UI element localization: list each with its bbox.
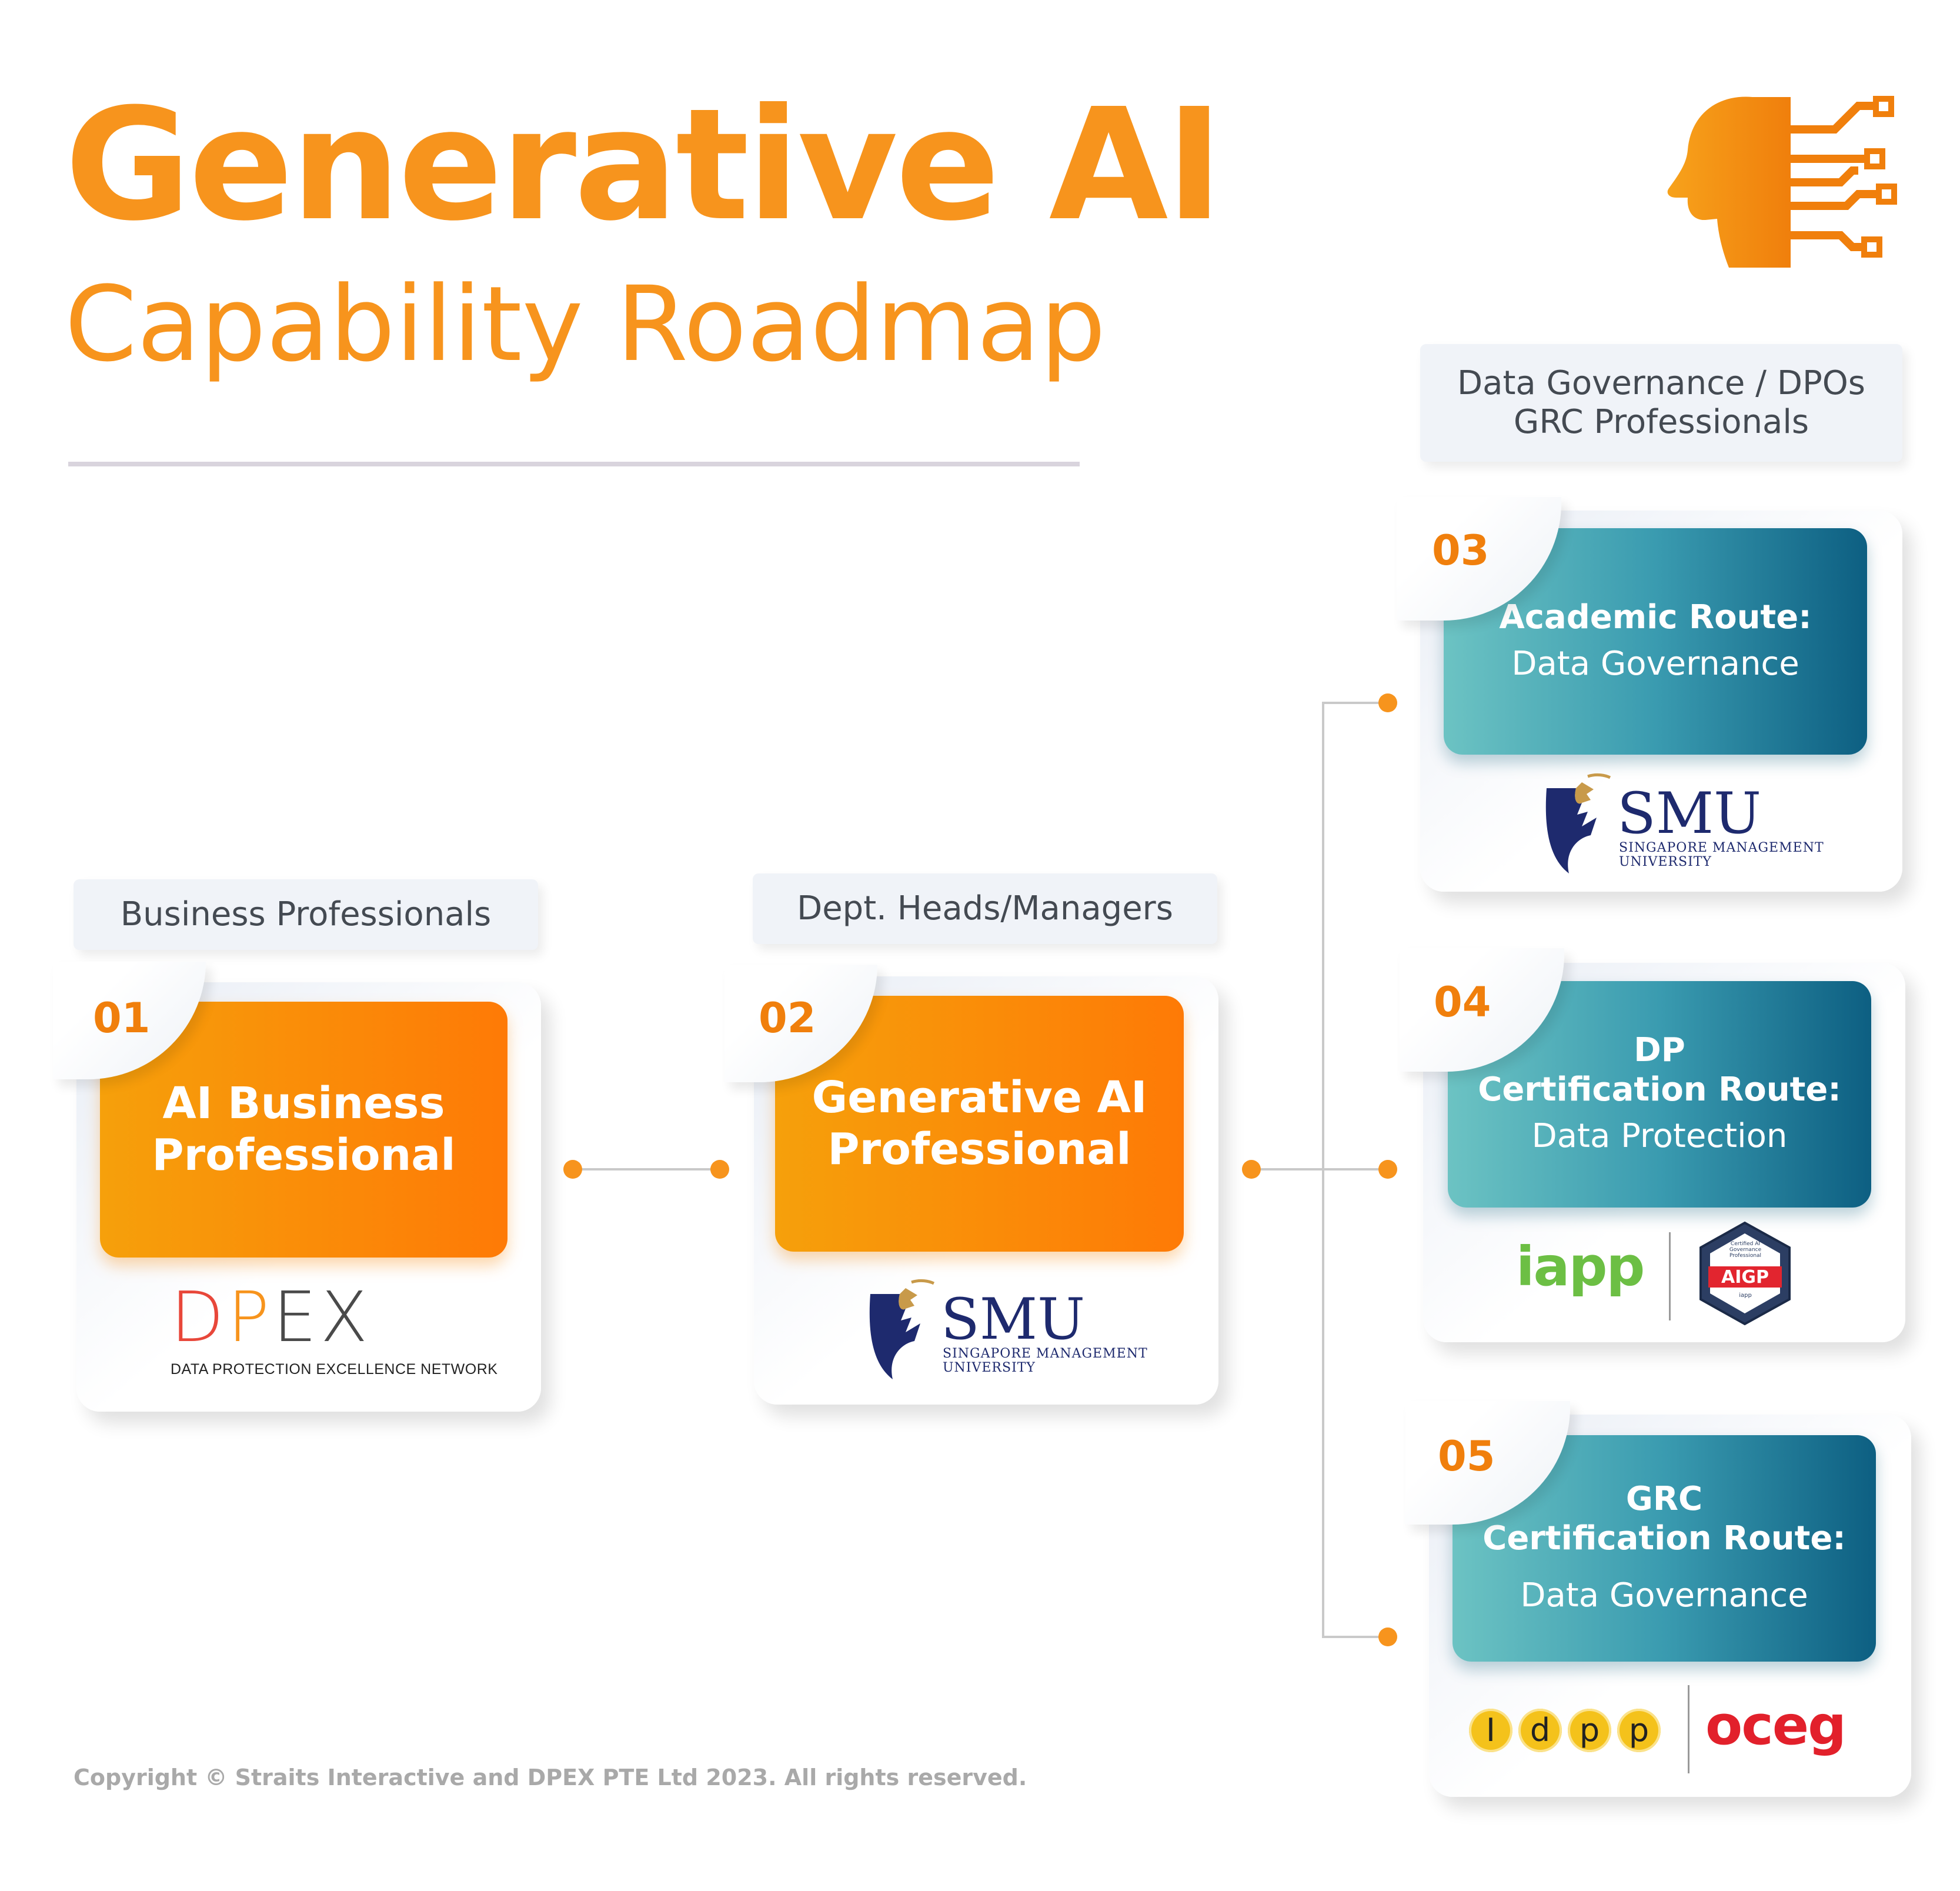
- oceg-logo: oceg: [1705, 1694, 1847, 1757]
- audience-label-managers: Dept. Heads/Managers: [753, 873, 1217, 944]
- aigp-iapp-mark: iapp: [1739, 1292, 1752, 1299]
- smu-wordmark: SMU: [1617, 781, 1761, 846]
- smu-tagline: SINGAPORE MANAGEMENT UNIVERSITY: [943, 1346, 1148, 1376]
- dpex-letter: D: [171, 1276, 228, 1358]
- connector-dot: [710, 1160, 729, 1179]
- connector-to-03: [1322, 702, 1393, 704]
- card-route-topic: Data Governance: [1511, 644, 1799, 683]
- idpp-circle: d: [1518, 1709, 1562, 1752]
- dpex-tagline: DATA PROTECTION EXCELLENCE NETWORK: [171, 1361, 498, 1378]
- copyright-text: Copyright © Straits Interactive and DPEX…: [74, 1765, 1027, 1790]
- step-number: 05: [1438, 1432, 1495, 1480]
- audience-label-governance: Data Governance / DPOs GRC Professionals: [1420, 344, 1902, 462]
- page-title: Generative AI: [65, 75, 1223, 255]
- smu-tagline-line: SINGAPORE MANAGEMENT: [943, 1346, 1148, 1361]
- logo-divider: [1688, 1685, 1689, 1773]
- aigp-badge: Certified AI Governance Professional AIG…: [1697, 1220, 1794, 1326]
- connector-dot: [1242, 1160, 1261, 1179]
- smu-wordmark: SMU: [941, 1286, 1085, 1352]
- dpex-letter: P: [227, 1276, 273, 1358]
- audience-text: Business Professionals: [120, 895, 492, 933]
- idpp-circle: p: [1568, 1709, 1611, 1752]
- smu-tagline: SINGAPORE MANAGEMENT UNIVERSITY: [1619, 841, 1824, 869]
- smu-tagline-line: SINGAPORE MANAGEMENT: [1619, 841, 1824, 855]
- title-divider: [68, 462, 1080, 466]
- connector-trunk: [1322, 702, 1324, 1637]
- card-title: Professional: [827, 1123, 1131, 1175]
- idpp-circle: p: [1617, 1709, 1661, 1752]
- idpp-letter: p: [1628, 1712, 1650, 1749]
- idpp-logo: I d p p: [1469, 1709, 1672, 1759]
- smu-logo: SMU SINGAPORE MANAGEMENT UNIVERSITY: [1541, 771, 1829, 876]
- iapp-logo: iapp: [1516, 1235, 1645, 1298]
- connector-to-05: [1322, 1636, 1393, 1638]
- card-route-label: Academic Route:: [1499, 598, 1812, 636]
- audience-text: GRC Professionals: [1513, 403, 1809, 441]
- ai-head-circuit-icon: [1667, 96, 1897, 268]
- card-route-label: DP: [1634, 1030, 1685, 1069]
- audience-text: Data Governance / DPOs: [1457, 363, 1865, 402]
- card-route-label: GRC: [1625, 1479, 1703, 1518]
- idpp-letter: p: [1579, 1712, 1600, 1749]
- idpp-circle: I: [1469, 1709, 1512, 1752]
- smu-lion-icon: [869, 1279, 935, 1379]
- idpp-letter: d: [1530, 1712, 1551, 1749]
- step-number: 04: [1434, 978, 1491, 1026]
- connector-dot: [1378, 1627, 1397, 1646]
- aigp-label: AIGP: [1721, 1267, 1769, 1288]
- step-number: 03: [1432, 526, 1490, 575]
- card-title: AI Business: [162, 1078, 445, 1129]
- card-title-box: Generative AI Professional: [775, 996, 1184, 1252]
- audience-text: Dept. Heads/Managers: [797, 889, 1173, 928]
- logo-divider: [1669, 1232, 1671, 1320]
- dpex-logo: DPEX DATA PROTECTION EXCELLENCE NETWORK: [171, 1282, 498, 1382]
- card-title-box: Academic Route: Data Governance: [1444, 528, 1867, 755]
- card-title: Generative AI: [812, 1072, 1147, 1123]
- connector-dot: [1378, 693, 1397, 712]
- card-route-label: Certification Route:: [1482, 1519, 1846, 1558]
- step-number: 02: [759, 994, 816, 1042]
- smu-tagline-line: UNIVERSITY: [1619, 855, 1712, 870]
- connector-dot: [563, 1160, 582, 1179]
- card-title: Professional: [152, 1129, 456, 1180]
- aigp-caption: Certified AI Governance Professional: [1729, 1241, 1762, 1259]
- dpex-letter: EX: [273, 1276, 372, 1358]
- card-route-label: Certification Route:: [1478, 1070, 1841, 1109]
- page-subtitle: Capability Roadmap: [65, 264, 1106, 385]
- connector-01-02: [573, 1168, 720, 1170]
- idpp-letter: I: [1486, 1712, 1495, 1749]
- audience-label-business: Business Professionals: [74, 879, 538, 950]
- card-route-topic: Data Governance: [1520, 1576, 1808, 1615]
- step-number: 01: [93, 994, 151, 1042]
- aigp-hexagon-icon: [1699, 1221, 1791, 1326]
- smu-lion-icon: [1545, 773, 1611, 873]
- connector-dot: [1378, 1160, 1397, 1179]
- smu-logo: SMU SINGAPORE MANAGEMENT UNIVERSITY: [864, 1276, 1147, 1382]
- card-route-topic: Data Protection: [1531, 1117, 1788, 1156]
- smu-tagline-line: UNIVERSITY: [943, 1360, 1036, 1376]
